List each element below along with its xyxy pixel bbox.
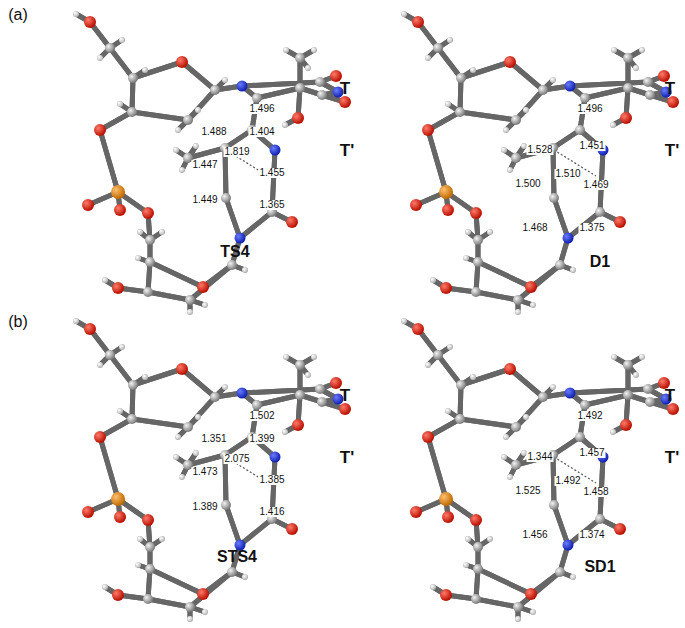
bond-length: 1.492 [554,476,581,486]
strand-label: T' [340,142,354,159]
bond-length: 1.473 [191,467,218,477]
panel-label: (a) [8,7,28,23]
strand-label: T' [665,449,679,466]
bond-length: 1.365 [258,200,285,210]
bond-length: 1.488 [200,127,227,137]
bond-length: 1.456 [521,530,548,540]
bond-length: 1.528 [526,145,553,155]
bond-length: 1.416 [258,507,285,517]
strand-label: T [340,80,350,97]
bond-length: 1.468 [521,223,548,233]
bond-length: 1.451 [578,141,605,151]
strand-label: T [340,387,350,404]
bond-length: 1.457 [578,448,605,458]
bond-length: 1.502 [248,411,275,421]
structure-name: SD1 [584,559,615,575]
bond-length: 1.469 [582,180,609,190]
bond-length: 1.496 [248,104,275,114]
structure-name: STS4 [217,549,257,565]
bond-length: 1.375 [578,223,605,233]
bond-length: 1.449 [191,195,218,205]
bond-length: 1.492 [576,411,603,421]
bond-length: 1.455 [258,168,285,178]
structure-name: D1 [590,254,610,270]
bond-length: 1.374 [578,530,605,540]
bond-length: 1.496 [576,104,603,114]
bond-length: 1.447 [191,160,218,170]
strand-label: T [665,387,675,404]
bond-length: 1.510 [554,169,581,179]
bond-length: 1.525 [514,486,541,496]
strand-label: T' [340,449,354,466]
bond-length: 1.351 [200,434,227,444]
bond-length: 2.075 [223,454,250,464]
bond-length: 1.385 [258,475,285,485]
strand-label: T [665,80,675,97]
panel-label: (b) [8,314,28,330]
bond-length: 1.399 [248,434,275,444]
bond-length: 1.500 [514,179,541,189]
strand-label: T' [665,142,679,159]
bond-length: 1.458 [582,487,609,497]
bond-length: 1.819 [223,147,250,157]
structure-name: TS4 [220,244,249,260]
bond-length: 1.344 [526,452,553,462]
bond-length: 1.404 [248,127,275,137]
bond-length: 1.389 [191,502,218,512]
